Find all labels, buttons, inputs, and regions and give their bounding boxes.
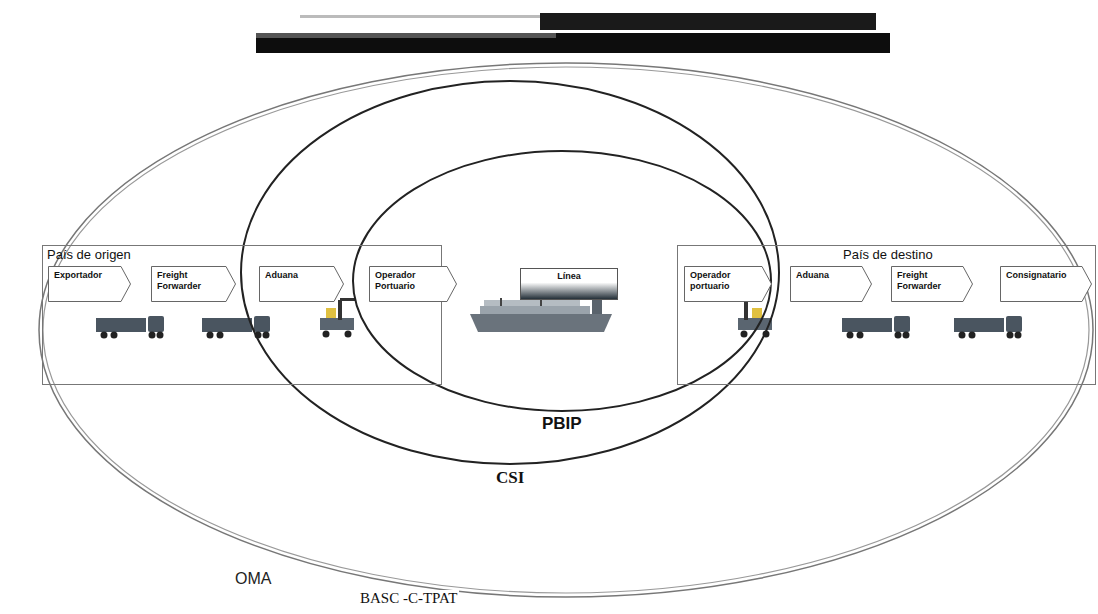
process-label: Operador Portuario bbox=[375, 270, 445, 292]
country-box: País de destinoOperador portuario Aduana F… bbox=[677, 245, 1096, 385]
truck-icon bbox=[202, 316, 270, 339]
region-label: CSI bbox=[494, 468, 526, 488]
process-chevron: Aduana bbox=[259, 266, 344, 302]
truck-icon bbox=[842, 316, 910, 339]
process-label: Aduana bbox=[265, 270, 332, 281]
scan-bar bbox=[300, 15, 540, 18]
process-chevron: Freight Forwarder bbox=[151, 266, 236, 302]
scan-bar bbox=[540, 13, 876, 30]
shipping-line-box: Línea bbox=[520, 268, 618, 300]
process-chevron: Exportador bbox=[48, 266, 131, 302]
truck-icon bbox=[954, 316, 1022, 339]
process-chevron: Aduana bbox=[790, 266, 872, 302]
oma-ellipse: OMABASC -C-TPAT bbox=[38, 62, 1094, 598]
oma-ellipse-outline bbox=[38, 62, 1094, 598]
process-label: Exportador bbox=[54, 270, 119, 281]
process-label: Freight Forwarder bbox=[157, 270, 224, 292]
crane-icon bbox=[320, 298, 356, 338]
process-chevron: Operador Portuario bbox=[369, 266, 457, 302]
country-box: País de origenExportador Freight Forwarde… bbox=[42, 245, 442, 385]
truck-icon bbox=[96, 316, 164, 339]
process-label: Consignatario bbox=[1006, 270, 1080, 281]
process-label: Aduana bbox=[796, 270, 860, 281]
process-chevron: Consignatario bbox=[1000, 266, 1092, 302]
scan-bar bbox=[256, 33, 890, 53]
region-label: PBIP bbox=[540, 414, 584, 434]
region-label: BASC -C-TPAT bbox=[358, 590, 459, 607]
scan-bar bbox=[256, 33, 556, 38]
process-chevron: Operador portuario bbox=[684, 266, 772, 302]
ship-icon bbox=[470, 296, 612, 332]
process-chevron: Freight Forwarder bbox=[891, 266, 973, 302]
process-label: Freight Forwarder bbox=[897, 270, 961, 292]
process-label: Línea bbox=[520, 271, 618, 281]
country-heading: País de destino bbox=[843, 247, 933, 262]
process-label: Operador portuario bbox=[690, 270, 760, 292]
region-label: OMA bbox=[233, 570, 273, 588]
country-heading: País de origen bbox=[47, 247, 131, 262]
